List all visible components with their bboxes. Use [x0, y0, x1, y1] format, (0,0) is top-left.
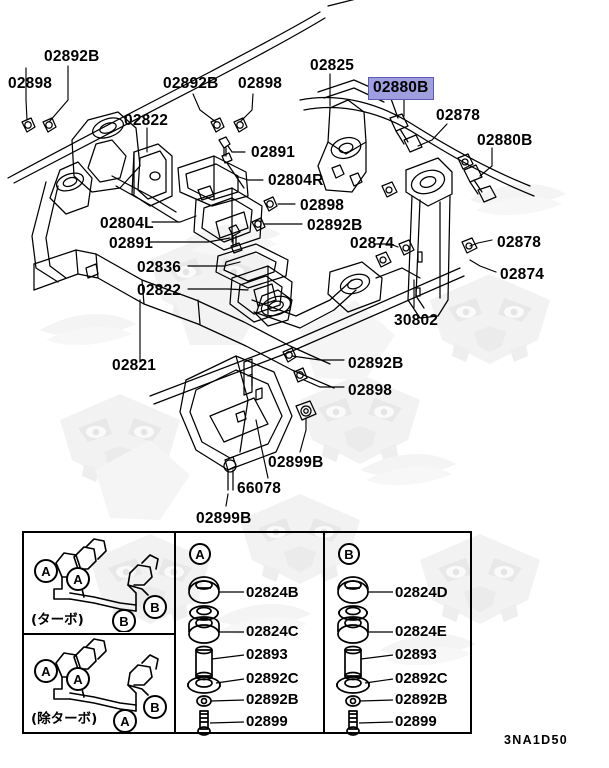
legend-variant-turbo: A A B B (ターボ) [24, 533, 174, 633]
legend-item-02824d: 02824D [395, 584, 448, 601]
legend-item-02824b: 02824B [246, 584, 299, 601]
callout-label-02899b: 02899B [196, 510, 252, 527]
svg-text:A: A [73, 572, 83, 587]
callout-label-02878: 02878 [436, 107, 481, 124]
legend-item-02824c: 02824C [246, 623, 299, 640]
legend-item-02824e: 02824E [395, 623, 447, 640]
variant-caption-non-turbo: (除ターボ) [31, 711, 98, 727]
callout-label-02836: 02836 [137, 259, 182, 276]
callout-label-66078: 66078 [237, 480, 282, 497]
svg-text:B: B [344, 547, 353, 562]
callout-label-02899b: 02899B [268, 454, 324, 471]
callout-label-30802: 30802 [394, 312, 439, 329]
callout-label-02891: 02891 [109, 235, 154, 252]
legend-item-02893: 02893 [246, 646, 288, 663]
drawing-code: 3NA1D50 [504, 733, 568, 747]
svg-text:B: B [150, 600, 159, 615]
svg-text:B: B [150, 700, 159, 715]
svg-text:A: A [120, 714, 130, 729]
legend-detail-b-column: B [325, 533, 470, 736]
legend-item-02899: 02899 [395, 713, 437, 730]
legend-item-02899: 02899 [246, 713, 288, 730]
leader-lines [25, 65, 497, 507]
callout-label-02880b: 02880B [477, 132, 533, 149]
variant-turbo-thumbnail: A A B B [34, 538, 167, 633]
callout-label-02821: 02821 [112, 357, 157, 374]
svg-text:A: A [41, 564, 51, 579]
legend-variant-non-turbo: A A A B (除ターボ) [24, 632, 174, 733]
legend-marker-a: A [188, 542, 212, 571]
legend-table: A A B B (ターボ) [22, 531, 472, 736]
variant-caption-turbo: (ターボ) [31, 611, 84, 628]
svg-text:B: B [119, 614, 128, 629]
legend-item-02892b: 02892B [246, 691, 299, 708]
legend-detail-a-column: A [176, 533, 325, 736]
legend-marker-b: B [337, 542, 361, 571]
svg-text:A: A [195, 547, 205, 562]
callout-label-02898: 02898 [348, 382, 393, 399]
callout-label-02898: 02898 [238, 75, 283, 92]
callout-label-02892b: 02892B [44, 48, 100, 65]
legend-item-02892c: 02892C [395, 670, 448, 687]
callout-label-02892b: 02892B [348, 355, 404, 372]
callout-label-02892b: 02892B [307, 217, 363, 234]
callout-label-02804l: 02804L [100, 215, 154, 232]
legend-item-02892b: 02892B [395, 691, 448, 708]
svg-text:A: A [41, 664, 51, 679]
callout-label-02892b: 02892B [163, 75, 219, 92]
variant-non-turbo-thumbnail: A A A B [34, 637, 167, 733]
callout-label-02804r: 02804R [268, 172, 324, 189]
callout-label-02898: 02898 [300, 197, 345, 214]
callout-label-02891: 02891 [251, 144, 296, 161]
callout-label-02874: 02874 [350, 235, 395, 252]
callout-label-02880b[interactable]: 02880B [368, 77, 434, 100]
callout-label-02878: 02878 [497, 234, 542, 251]
legend-item-02892c: 02892C [246, 670, 299, 687]
callout-label-02822: 02822 [137, 282, 182, 299]
legend-a-parts-stack [187, 576, 245, 736]
legend-b-parts-stack [336, 576, 394, 736]
legend-item-02893: 02893 [395, 646, 437, 663]
legend-variants-column: A A B B (ターボ) [24, 533, 176, 733]
callout-label-02898: 02898 [8, 75, 53, 92]
callout-label-02825: 02825 [310, 57, 355, 74]
background-watermark [40, 183, 566, 666]
callout-label-02874: 02874 [500, 266, 545, 283]
svg-text:A: A [73, 672, 83, 687]
callout-label-02822: 02822 [124, 112, 169, 129]
